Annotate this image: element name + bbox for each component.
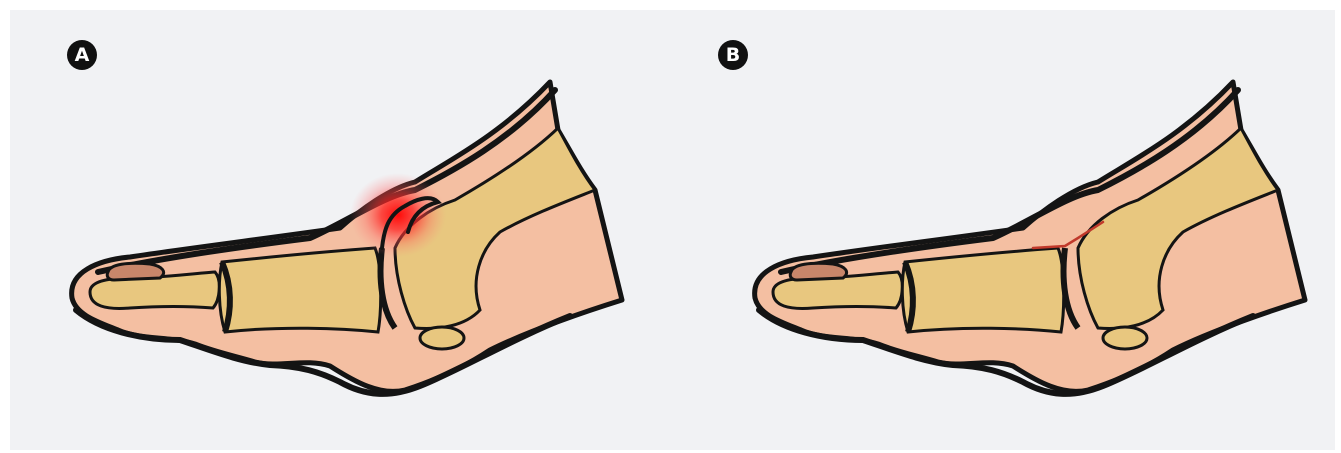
foot-illustration-a xyxy=(10,10,672,450)
toenail xyxy=(790,263,846,280)
foot-outline xyxy=(72,82,622,394)
panel-label-a: A xyxy=(67,40,97,70)
inflammation-glow xyxy=(350,173,446,257)
proximal-phalanx xyxy=(219,248,380,332)
foot-illustration-b xyxy=(673,10,1335,450)
skin xyxy=(755,82,1305,391)
sesamoid-bone xyxy=(420,327,464,349)
panel-label-b: B xyxy=(718,40,748,70)
panel-b: B xyxy=(673,10,1335,450)
illustration-canvas: A B xyxy=(10,10,1335,450)
toenail xyxy=(107,263,163,280)
sesamoid-bone xyxy=(1103,327,1147,349)
panel-a: A xyxy=(10,10,672,450)
proximal-phalanx xyxy=(902,248,1063,332)
foot-outline xyxy=(755,82,1305,394)
skin xyxy=(72,82,622,391)
